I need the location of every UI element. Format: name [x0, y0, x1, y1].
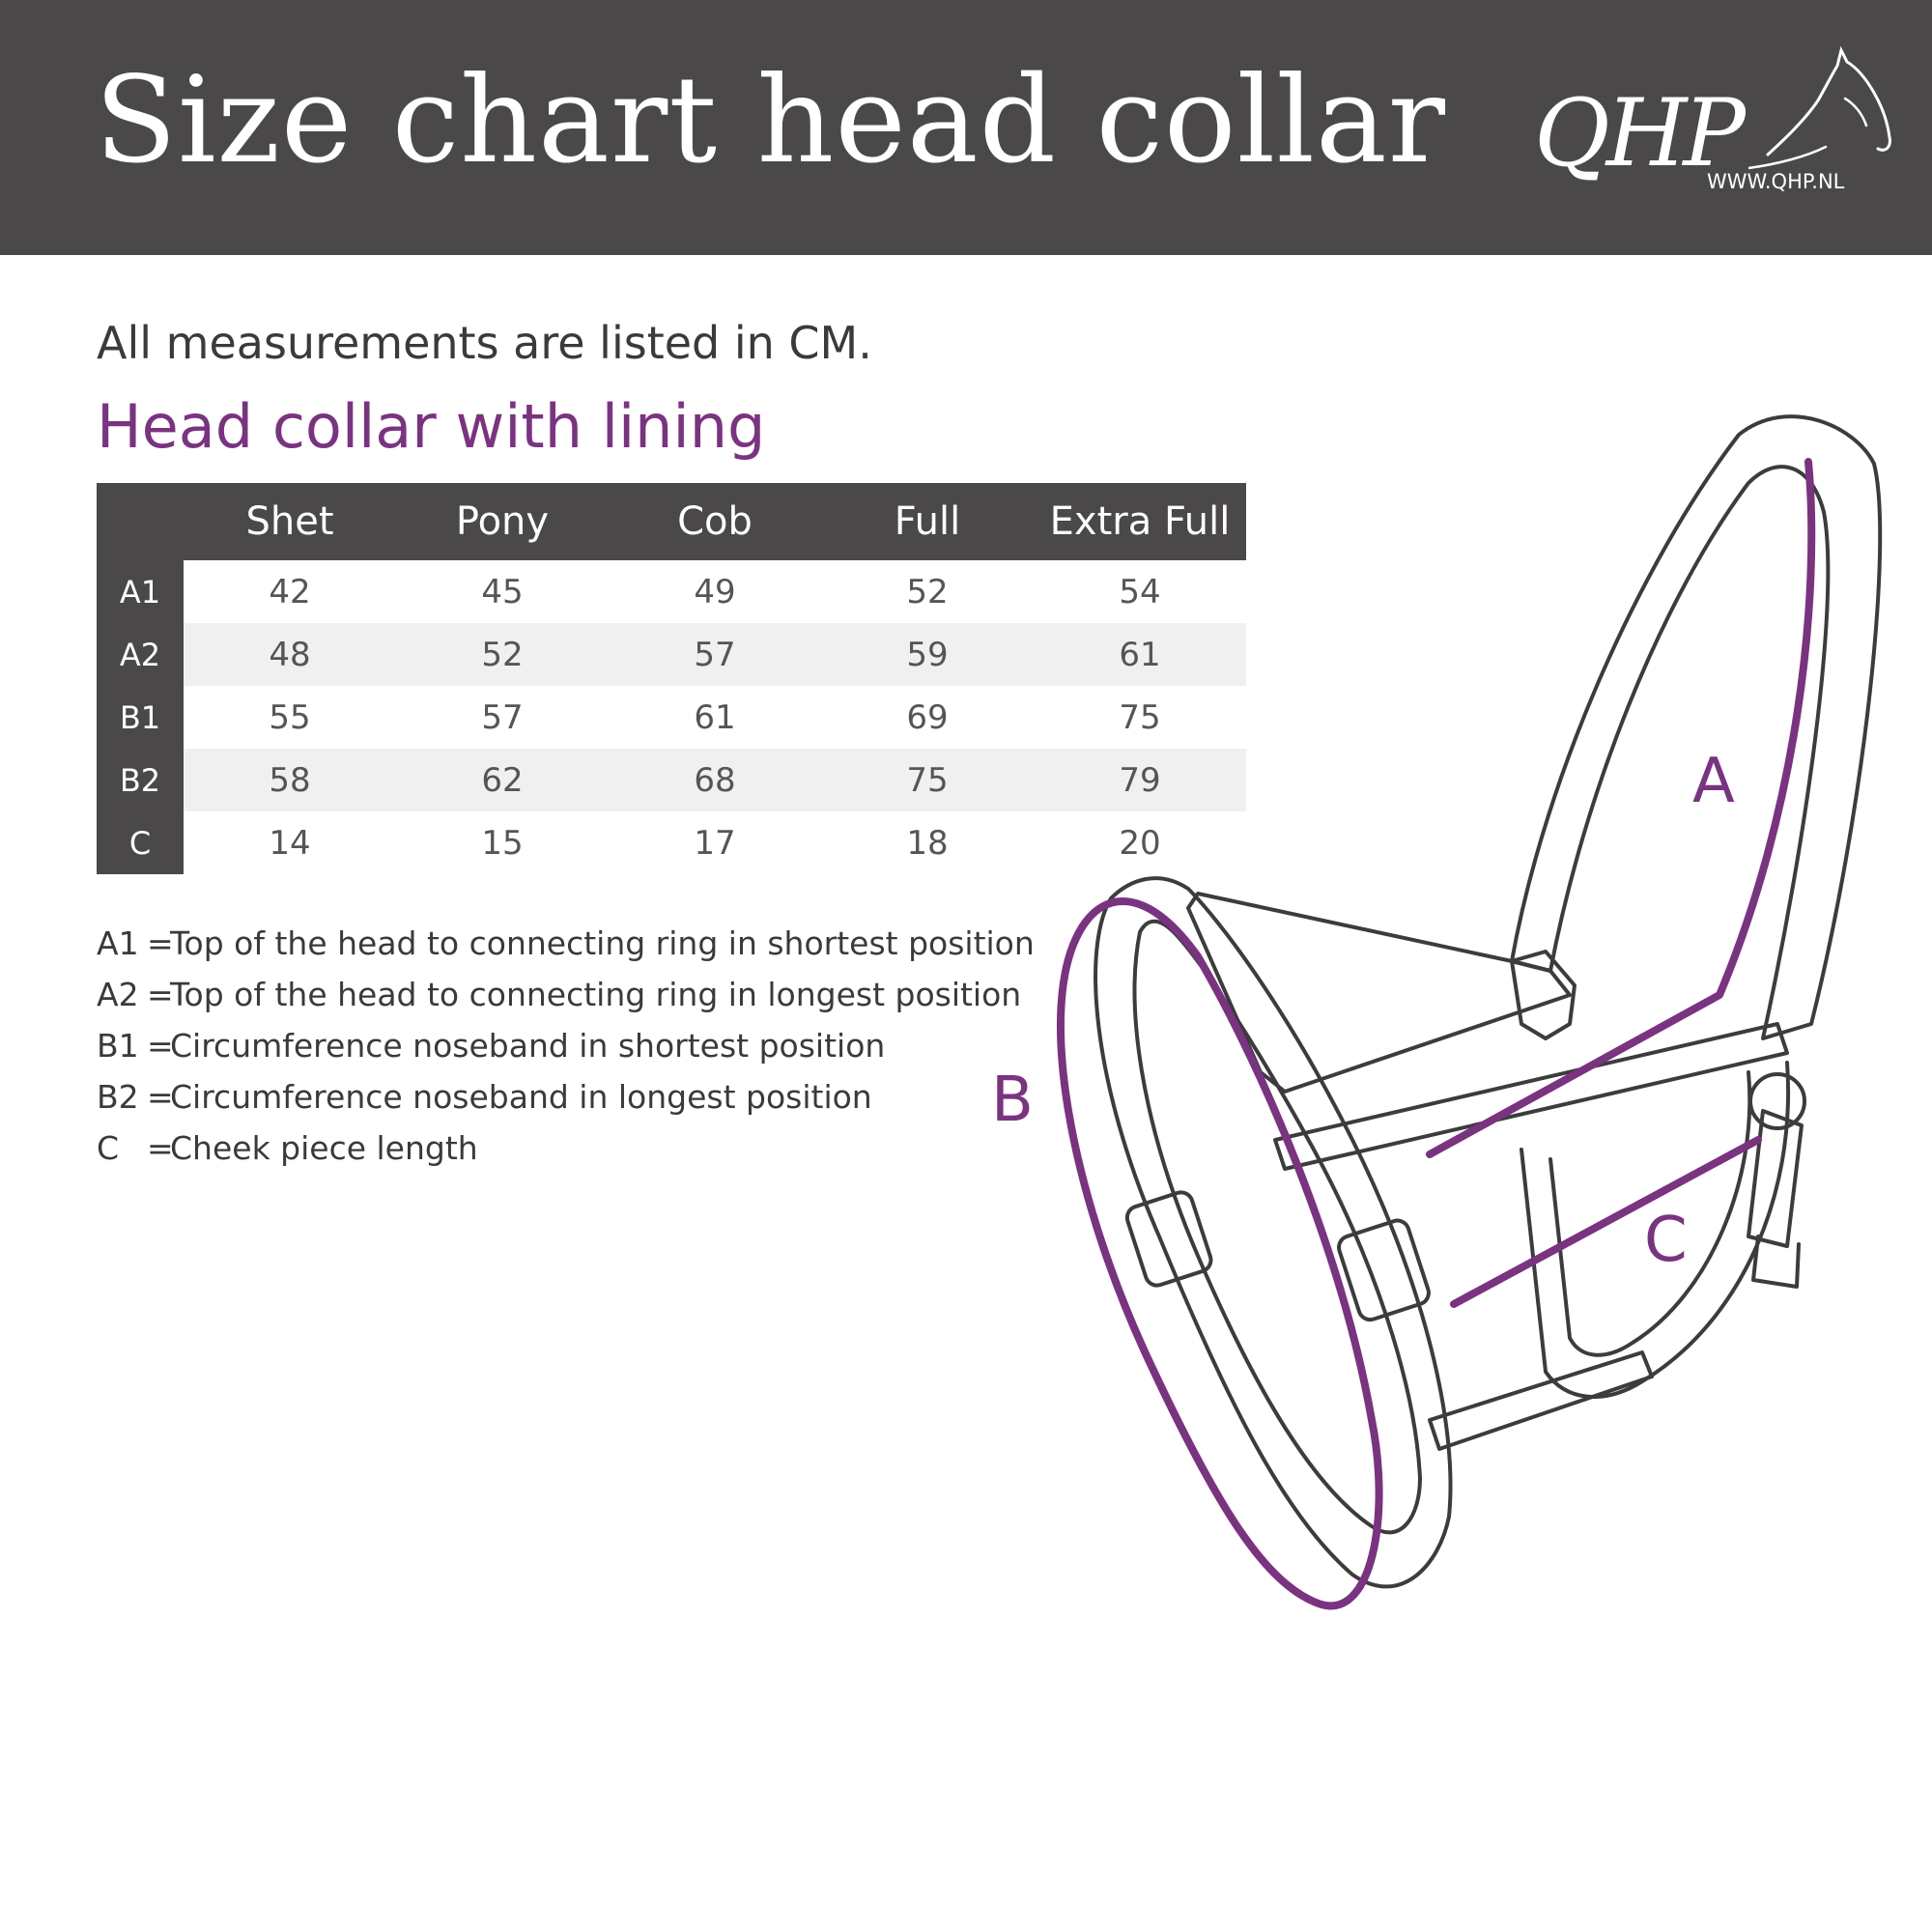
logo-url: WWW.QHP.NL	[1707, 170, 1845, 193]
table-cell: 58	[184, 749, 396, 811]
table-cell: 17	[609, 811, 821, 874]
legend-item: B1 = Circumference noseband in shortest …	[97, 1020, 1035, 1071]
table-corner	[97, 483, 184, 560]
legend-separator: =	[147, 1027, 174, 1065]
table-cell: 20	[1034, 811, 1246, 874]
table-cell: 45	[396, 560, 609, 623]
table-cell: 48	[184, 623, 396, 686]
connecting-ring	[1748, 1072, 1806, 1130]
table-cell: 18	[821, 811, 1034, 874]
table-cell: 15	[396, 811, 609, 874]
table-cell: 42	[184, 560, 396, 623]
cheek-strap	[1186, 892, 1572, 1094]
label-c: C	[1644, 1205, 1688, 1276]
head-collar-diagram: A B C	[991, 414, 1883, 1610]
table-cell: 69	[821, 686, 1034, 749]
units-note: All measurements are listed in CM.	[97, 317, 872, 369]
row-header: A2	[97, 623, 184, 686]
row-header: B1	[97, 686, 184, 749]
column-header: Full	[821, 483, 1034, 560]
table-cell: 52	[821, 560, 1034, 623]
measure-line-a	[1426, 458, 1816, 1158]
legend-code: A1	[97, 924, 139, 962]
table-cell: 55	[184, 686, 396, 749]
label-b: B	[991, 1065, 1034, 1136]
logo-wordmark: QHP	[1534, 79, 1746, 187]
legend-code: B1	[97, 1027, 139, 1065]
legend-separator: =	[147, 924, 174, 962]
legend-item: B2 = Circumference noseband in longest p…	[97, 1071, 1035, 1122]
legend-separator: =	[147, 976, 174, 1013]
table-cell: 61	[1034, 623, 1246, 686]
table-row: B2 58 62 68 75 79	[97, 749, 1246, 811]
table-cell: 75	[821, 749, 1034, 811]
table-row: A2 48 52 57 59 61	[97, 623, 1246, 686]
label-a: A	[1692, 746, 1735, 817]
legend-code: B2	[97, 1078, 139, 1116]
legend-text: Cheek piece length	[170, 1129, 478, 1167]
noseband-buckle	[1124, 1190, 1213, 1288]
table-header-row: Shet Pony Cob Full Extra Full	[97, 483, 1246, 560]
table-cell: 59	[821, 623, 1034, 686]
lower-strap	[1273, 1022, 1789, 1171]
column-header: Pony	[396, 483, 609, 560]
row-header: C	[97, 811, 184, 874]
table-cell: 57	[609, 623, 821, 686]
table-cell: 61	[609, 686, 821, 749]
size-table: Shet Pony Cob Full Extra Full A1 42 45 4…	[97, 483, 1246, 874]
cheek-buckle	[1510, 950, 1577, 1040]
section-title: Head collar with lining	[97, 391, 766, 462]
measure-line-b	[1056, 896, 1383, 1610]
table-cell: 75	[1034, 686, 1246, 749]
legend-text: Top of the head to connecting ring in lo…	[170, 976, 1022, 1013]
throat-strap-inner	[1548, 1070, 1752, 1357]
crown-strap	[1510, 414, 1883, 1040]
table-cell: 14	[184, 811, 396, 874]
legend-text: Circumference noseband in longest positi…	[170, 1078, 872, 1116]
qhp-logo: QHP WWW.QHP.NL	[1526, 41, 1893, 205]
legend-item: C = Cheek piece length	[97, 1122, 1035, 1174]
measurement-legend: A1 = Top of the head to connecting ring …	[97, 918, 1035, 1174]
table-cell: 54	[1034, 560, 1246, 623]
legend-item: A2 = Top of the head to connecting ring …	[97, 969, 1035, 1020]
legend-text: Circumference noseband in shortest posit…	[170, 1027, 886, 1065]
table-cell: 49	[609, 560, 821, 623]
column-header: Cob	[609, 483, 821, 560]
table-row: A1 42 45 49 52 54	[97, 560, 1246, 623]
chin-strap	[1428, 1350, 1654, 1451]
page-title: Size chart head collar	[95, 51, 1447, 190]
table-cell: 79	[1034, 749, 1246, 811]
legend-code: A2	[97, 976, 139, 1013]
column-header: Shet	[184, 483, 396, 560]
noseband-buckle	[1337, 1218, 1431, 1322]
header-banner: Size chart head collar QHP WWW.QHP.NL	[0, 0, 1932, 255]
table-cell: 57	[396, 686, 609, 749]
table-cell: 62	[396, 749, 609, 811]
legend-item: A1 = Top of the head to connecting ring …	[97, 918, 1035, 969]
horse-head-icon	[1748, 45, 1891, 170]
row-header: A1	[97, 560, 184, 623]
legend-text: Top of the head to connecting ring in sh…	[170, 924, 1035, 962]
noseband	[1094, 876, 1453, 1589]
table-cell: 52	[396, 623, 609, 686]
table-row: B1 55 57 61 69 75	[97, 686, 1246, 749]
throat-strap	[1520, 1061, 1790, 1399]
legend-code: C	[97, 1129, 120, 1167]
table-row: C 14 15 17 18 20	[97, 811, 1246, 874]
measure-line-c	[1450, 1136, 1762, 1308]
legend-separator: =	[147, 1078, 174, 1116]
row-header: B2	[97, 749, 184, 811]
legend-separator: =	[147, 1129, 174, 1167]
table-cell: 68	[609, 749, 821, 811]
column-header: Extra Full	[1034, 483, 1246, 560]
